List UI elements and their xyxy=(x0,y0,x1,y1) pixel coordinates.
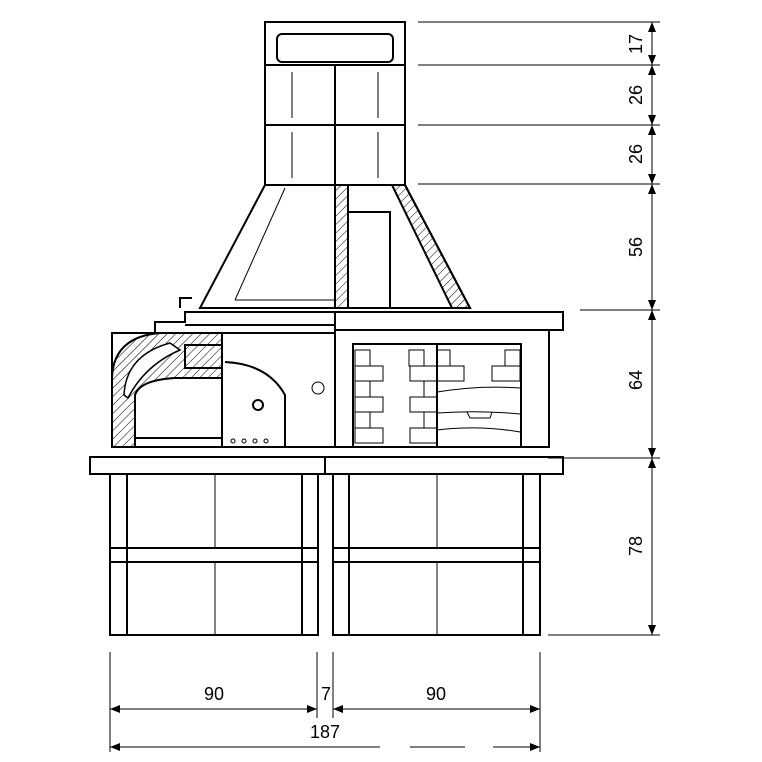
horizontal-dimensions: 90 7 90 187 xyxy=(109,652,541,752)
chimney xyxy=(264,21,406,186)
hood xyxy=(179,184,472,309)
vertical-dimensions: 17 26 26 56 64 78 xyxy=(418,21,660,636)
dim-label-64: 64 xyxy=(626,370,646,390)
dim-label-56: 56 xyxy=(626,237,646,257)
vent-holes xyxy=(230,438,269,444)
dim-label-78: 78 xyxy=(626,536,646,556)
dim-label-left-90: 90 xyxy=(204,684,224,704)
lower-cabinets xyxy=(109,473,541,636)
dim-label-26b: 26 xyxy=(626,144,646,164)
pizza-oven xyxy=(111,332,336,448)
dim-label-26a: 26 xyxy=(626,85,646,105)
wood-storage xyxy=(334,329,550,448)
dim-label-right-90: 90 xyxy=(426,684,446,704)
dim-label-gap-7: 7 xyxy=(321,684,331,704)
dim-label-17: 17 xyxy=(626,34,646,54)
dim-label-total-187: 187 xyxy=(310,722,340,742)
base-slab xyxy=(89,456,564,475)
